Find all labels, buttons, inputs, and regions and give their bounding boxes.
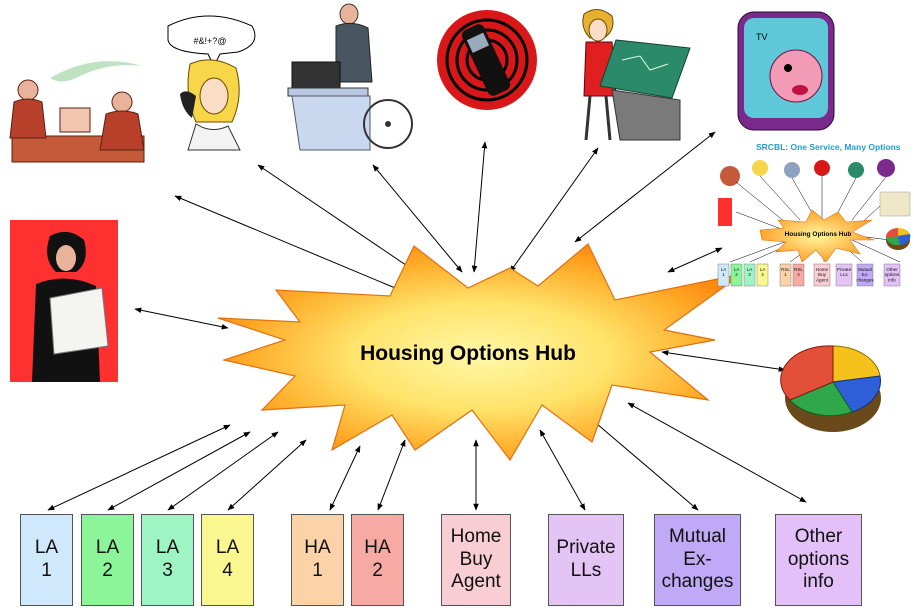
box-label: Home Buy Agent <box>450 525 502 593</box>
mobile-phone-clipart <box>437 10 537 110</box>
kiosk-screen <box>599 39 691 99</box>
hub-label: Housing Options Hub <box>360 342 576 365</box>
laptop-shape <box>291 61 341 89</box>
thumb-kiosk-icon <box>848 162 864 178</box>
arrow-box-la1 <box>47 424 231 511</box>
thumbnail-box <box>883 263 901 287</box>
box-label: Other options info <box>787 525 850 593</box>
touchscreen-kiosk-clipart <box>582 9 691 141</box>
svg-text:TV: TV <box>756 32 768 42</box>
speech-swoosh <box>50 61 142 82</box>
connector-arrows <box>47 131 807 511</box>
thumbnail-box <box>835 263 853 287</box>
thumbnail-box <box>779 263 792 287</box>
arrow-tv-screen <box>574 131 716 243</box>
hub-starburst <box>217 243 743 462</box>
thumb-phone-icon <box>752 160 768 176</box>
box-la-3: LA 3 <box>141 514 194 606</box>
box-la-4: LA 4 <box>201 514 254 606</box>
thumb-pie-icon <box>885 227 911 250</box>
arrow-box-mutual <box>589 417 699 511</box>
phone-call-clipart: #&!+?@ <box>167 15 256 151</box>
thumbnail-box <box>792 263 805 287</box>
thumbnail-box <box>856 263 874 287</box>
box-label: Private LLs <box>556 537 616 581</box>
thumbnail-box <box>756 263 769 287</box>
thumbnail-title: SRCBL: One Service, Many Options <box>756 142 901 152</box>
thumbnail-hub-label: Housing Options Hub <box>785 231 852 238</box>
arrow-meeting <box>174 195 401 291</box>
arrow-box-ha2 <box>377 439 406 511</box>
wheel-shape <box>363 99 413 149</box>
thumbnail-box <box>813 263 831 287</box>
grawlix-text: #&!+?@ <box>194 36 227 46</box>
box-label: LA 3 <box>155 537 180 581</box>
box-label: HA 1 <box>304 537 331 581</box>
thumb-tv-icon <box>877 159 895 177</box>
box-label: Mutual Ex- changes <box>661 525 734 593</box>
arrow-phone-call <box>257 164 429 281</box>
arrow-box-la4 <box>227 439 307 511</box>
arrow-box-ha1 <box>329 445 361 511</box>
box-other-options-info: Other options info <box>775 514 862 606</box>
thumb-mobile-icon <box>814 160 830 176</box>
box-private-lls: Private LLs <box>548 514 624 606</box>
arrow-box-la2 <box>107 431 251 511</box>
box-mutual-exchanges: Mutual Ex- changes <box>654 514 741 606</box>
thumbnail-box <box>743 263 756 287</box>
box-ha-2: HA 2 <box>351 514 404 606</box>
arrow-pie-chart <box>661 350 786 372</box>
box-la-1: LA 1 <box>20 514 73 606</box>
arrow-reading-leaflet <box>134 307 229 330</box>
arrow-box-private <box>539 429 586 511</box>
thumb-wheelchair-icon <box>784 162 800 178</box>
arrow-box-la3 <box>167 431 279 511</box>
slide-thumbnail: SRCBL: One Service, Many Options Hou <box>717 142 911 287</box>
thumbnail-starburst <box>759 209 875 263</box>
box-la-2: LA 2 <box>81 514 134 606</box>
leaflet-shape <box>49 287 109 355</box>
thumb-leaflet-icon <box>718 198 732 226</box>
thumbnail-box <box>730 263 743 287</box>
speech-bubble <box>167 15 256 68</box>
arrow-mobile-phone <box>471 141 488 273</box>
wheelchair-user-clipart <box>287 3 413 151</box>
reading-leaflet-clipart <box>10 220 118 382</box>
box-ha-1: HA 1 <box>291 514 344 606</box>
tv-screen-clipart: TV <box>737 11 835 131</box>
arrow-wheelchair-user <box>372 164 463 273</box>
box-label: LA 2 <box>95 537 120 581</box>
box-label: HA 2 <box>364 537 391 581</box>
monitor-shape <box>59 107 91 133</box>
arrow-box-other <box>627 402 807 503</box>
box-home-buy-agent: Home Buy Agent <box>441 514 511 606</box>
thumb-meeting-icon <box>720 166 740 186</box>
pie-chart-clipart <box>780 345 881 432</box>
meeting-clipart <box>9 61 145 163</box>
arrow-thumbnail <box>667 247 723 273</box>
box-label: LA 1 <box>34 537 59 581</box>
thumbnail-box <box>717 263 730 287</box>
box-label: LA 4 <box>215 537 240 581</box>
